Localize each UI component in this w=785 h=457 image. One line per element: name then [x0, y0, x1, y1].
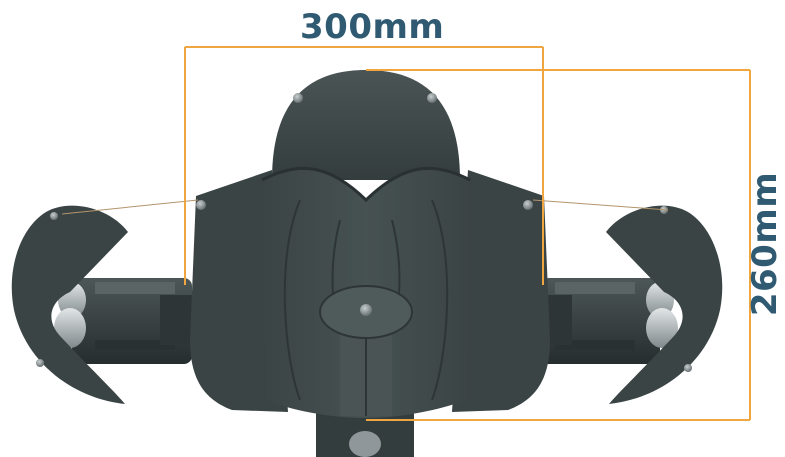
width-dimension-label: 300mm	[300, 7, 445, 47]
left-claw-pad	[11, 205, 128, 404]
left-arm-joint	[54, 278, 194, 364]
width-dimension-lines	[184, 46, 544, 285]
height-dimension-lines	[366, 69, 751, 421]
device-head	[272, 70, 460, 180]
right-arm-joint	[538, 278, 678, 364]
body-side-panels	[190, 170, 550, 412]
device-body	[261, 166, 471, 418]
height-dimension-label: 260mm	[745, 171, 785, 317]
right-claw-pad	[606, 205, 723, 404]
claw-guide-lines	[61, 199, 669, 215]
